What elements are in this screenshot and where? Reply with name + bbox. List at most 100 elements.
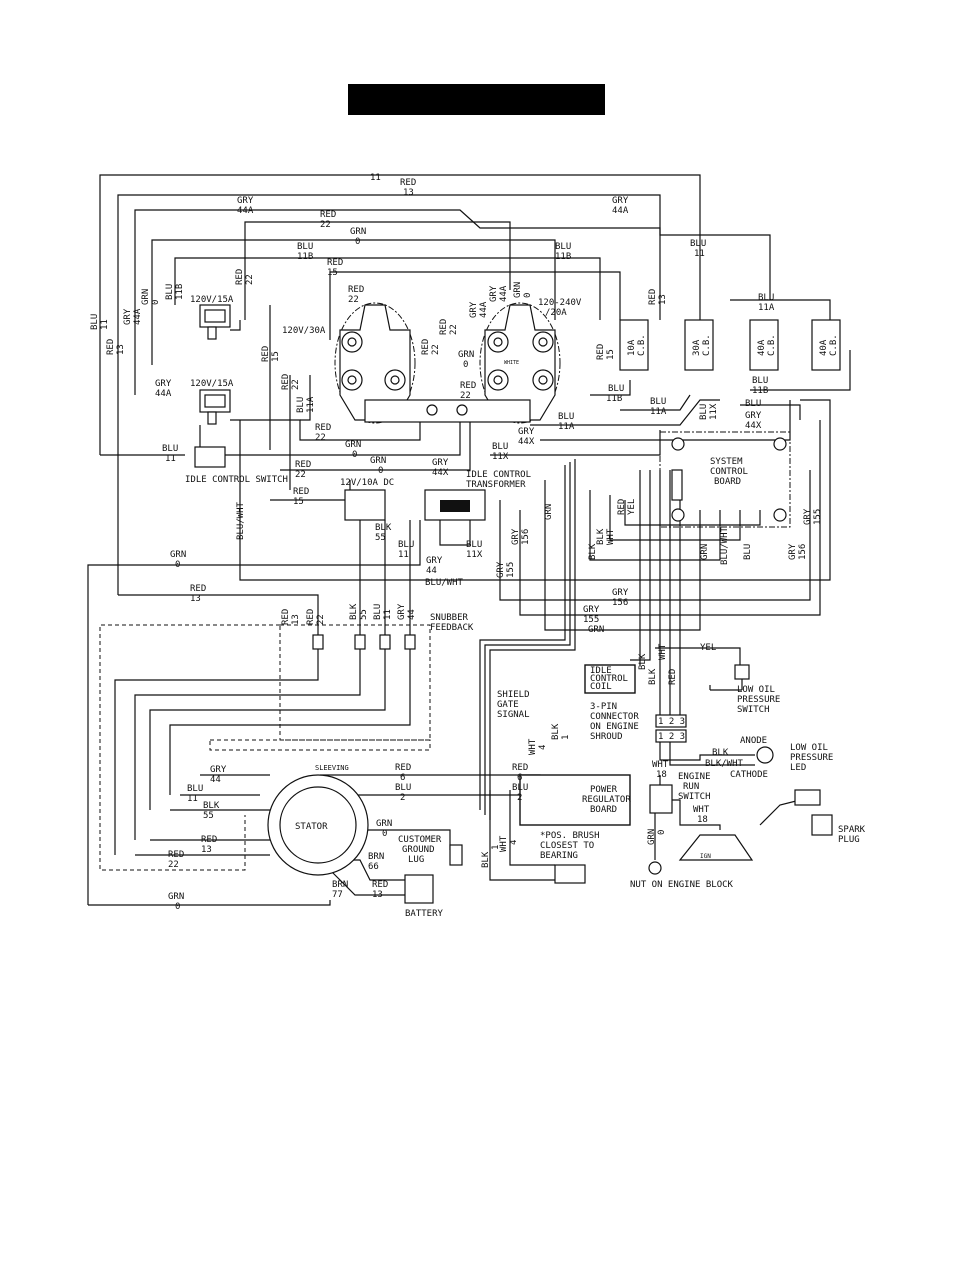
svg-text:11A: 11A (306, 396, 316, 413)
svg-text:155: 155 (813, 509, 823, 525)
svg-text:BLK: BLK (638, 653, 648, 670)
wire-label: GRN (170, 550, 186, 560)
wire-label: GRY (155, 379, 172, 389)
svg-text:13: 13 (658, 294, 668, 305)
svg-text:156: 156 (521, 529, 531, 545)
component-label: 12V/10A DC (340, 478, 394, 488)
wire-label: GRY (237, 196, 254, 206)
svg-text:BLU: BLU (165, 284, 175, 300)
system-control-board-outline (659, 431, 791, 528)
svg-text:BLU/WHT: BLU/WHT (720, 526, 730, 565)
wire-label: GRN (376, 819, 392, 829)
svg-text:RED: RED (439, 319, 449, 335)
component-label: CONTROL (710, 467, 748, 477)
svg-text:GRY: GRY (803, 508, 813, 525)
svg-text:11: 11 (100, 319, 110, 330)
svg-text:55: 55 (359, 609, 369, 620)
svg-text:BLK: BLK (551, 723, 561, 740)
component-label: STATOR (295, 822, 328, 832)
wire-label: 44X (432, 468, 449, 478)
wire-label: 13 (372, 890, 383, 900)
svg-text:RED: RED (617, 499, 627, 515)
wire-label: BLU (558, 412, 574, 422)
svg-text:WHT: WHT (606, 528, 616, 545)
svg-text:BLU: BLU (90, 314, 100, 330)
svg-text:1: 1 (491, 845, 501, 850)
idle-control-coil (584, 664, 636, 694)
svg-text:0: 0 (151, 300, 161, 305)
wire-label: BLU (398, 540, 414, 550)
dc-12v-10a-breaker (344, 489, 386, 521)
wire-label: BLU (187, 784, 203, 794)
component-label: COIL (590, 682, 612, 692)
svg-text:44A: 44A (133, 308, 143, 325)
svg-text:WHT: WHT (658, 643, 668, 660)
wire-label: BLU (752, 376, 768, 386)
svg-text:WHT: WHT (528, 738, 538, 755)
wire-label: 22 (320, 220, 331, 230)
low-oil-pressure-led (756, 746, 774, 764)
rating-label: /20A (545, 308, 567, 318)
svg-text:GRN: GRN (141, 289, 151, 305)
svg-text:RED: RED (306, 609, 316, 625)
wire-label: 13 (201, 845, 212, 855)
svg-text:GRY: GRY (788, 543, 798, 560)
wire-label: BLU (512, 783, 528, 793)
svg-text:RED: RED (106, 339, 116, 355)
component-label: GROUND (402, 845, 435, 855)
svg-text:C.B.: C.B. (829, 334, 839, 356)
wire-label: BLU/WHT (425, 578, 464, 588)
wire-label: 0 (463, 360, 468, 370)
customer-ground-lug (449, 844, 463, 866)
wire-label: 11X (492, 452, 509, 462)
wire-label: RED (400, 178, 416, 188)
svg-text:0: 0 (657, 830, 667, 835)
svg-text:BLK: BLK (596, 528, 606, 545)
wire-label: BLK (203, 801, 220, 811)
svg-text:BLU: BLU (373, 604, 383, 620)
snubber-feedback-bundle (479, 459, 576, 820)
svg-text:GRY: GRY (123, 308, 133, 325)
svg-text:40A: 40A (757, 339, 767, 356)
spark-plug (794, 789, 833, 836)
engine-run-switch (649, 784, 673, 814)
wire-label: 77 (332, 890, 343, 900)
wire-label: BLK (712, 748, 729, 758)
wire-label: GRY (612, 196, 629, 206)
wire-label: RED (348, 285, 364, 295)
wire-label: WHT (693, 805, 710, 815)
svg-text:13: 13 (291, 614, 301, 625)
wire-label: 11B (555, 252, 571, 262)
wire-label: 66 (368, 862, 379, 872)
component-label: PRESSURE (737, 695, 780, 705)
svg-text:BLK: BLK (349, 603, 359, 620)
ignition-module (678, 834, 754, 861)
circuit-breakers (619, 319, 841, 371)
wire-label: 44A (155, 389, 172, 399)
wire-label: 44A (237, 206, 254, 216)
receptacle-120v-30a-outline (334, 302, 416, 424)
svg-text:30A: 30A (692, 339, 702, 356)
wire-label: GRN (458, 350, 474, 360)
wire-label: 156 (612, 598, 628, 608)
svg-text:GRY: GRY (496, 561, 506, 578)
receptacle-120v-15a-top (199, 304, 231, 340)
wire-label: BRN (368, 852, 384, 862)
svg-text:13: 13 (116, 344, 126, 355)
svg-text:GRY: GRY (397, 603, 407, 620)
wire-label: 0 (378, 466, 383, 476)
component-label: ON ENGINE (590, 722, 639, 732)
svg-text:GRN: GRN (544, 504, 554, 520)
svg-text:RED: RED (281, 609, 291, 625)
svg-text:RED: RED (261, 346, 271, 362)
svg-text:GRY: GRY (469, 301, 479, 318)
svg-text:44A: 44A (499, 285, 509, 302)
wire-label: RED (320, 210, 336, 220)
svg-text:156: 156 (798, 544, 808, 560)
title-bar (348, 84, 605, 115)
wire-label: 22 (315, 433, 326, 443)
component-label: RUN (683, 782, 699, 792)
rating-label: 120-240V (538, 298, 582, 308)
svg-text:4: 4 (509, 840, 519, 845)
svg-text:GRN: GRN (513, 282, 523, 298)
